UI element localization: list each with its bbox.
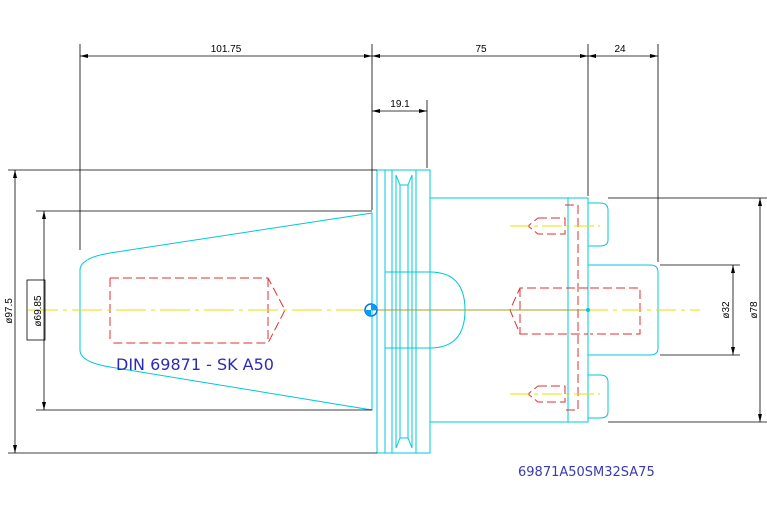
dim-dia-bore: ø32 <box>721 301 732 319</box>
flange-outline <box>376 169 386 454</box>
dim-flange-width: 19.1 <box>390 99 410 110</box>
dim-length-taper: 101.75 <box>211 44 242 55</box>
dimension-arrows <box>13 54 762 453</box>
shank-center-dot <box>586 308 590 312</box>
dim-dia-taper: ø69.85 <box>33 295 44 327</box>
dim-dia-flange: ø97.5 <box>4 298 15 324</box>
part-code-label: 69871A50SM32SA75 <box>518 465 655 480</box>
dim-length-shank: 24 <box>614 44 626 55</box>
dim-length-body: 75 <box>475 44 487 55</box>
dimension-lines <box>8 44 767 454</box>
standard-label: DIN 69871 - SK A50 <box>116 355 274 374</box>
taper-outline <box>79 212 373 411</box>
gauge-point-marker <box>364 303 378 317</box>
centerlines <box>28 225 700 395</box>
dim-dia-body: ø78 <box>749 301 760 319</box>
